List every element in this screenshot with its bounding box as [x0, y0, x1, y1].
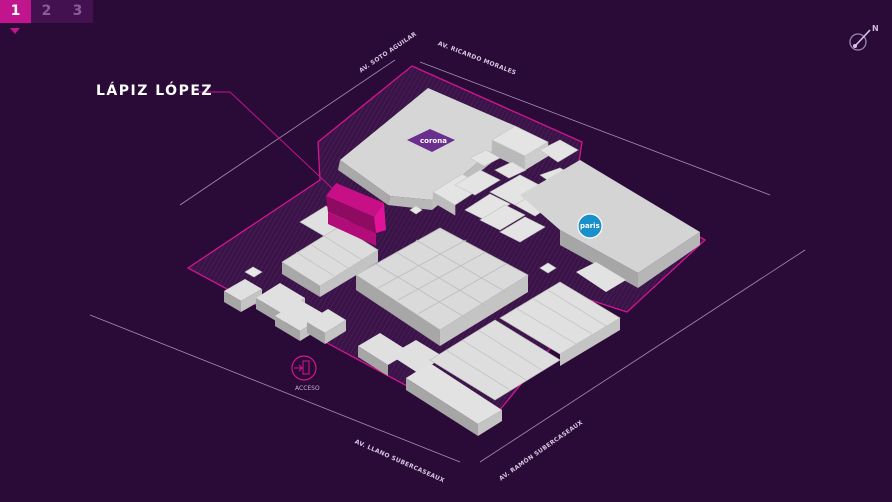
floor-tab-1[interactable]: 1: [0, 0, 31, 23]
anchor-corona-logo-badge: [407, 129, 455, 152]
anchor-paris-logo-badge: [577, 213, 603, 239]
building-center-block: [355, 227, 529, 346]
anchor-label-paris: paris: [580, 222, 600, 230]
anchor-label-corona: corona: [420, 137, 447, 145]
floor-selector: 1 2 3: [0, 0, 93, 23]
floor-tab-3[interactable]: 3: [62, 0, 93, 23]
access-label: ACCESO: [295, 385, 320, 392]
floor-tab-2[interactable]: 2: [31, 0, 62, 23]
highlighted-store-label: LÁPIZ LÓPEZ: [96, 83, 214, 99]
active-floor-marker: [10, 28, 20, 34]
building-southwest-blocks: [224, 279, 346, 344]
highlighted-store-lapiz-lopez[interactable]: [326, 183, 386, 246]
callout-leader-line: [197, 91, 335, 191]
compass-north-label: N: [872, 24, 879, 33]
access-icon[interactable]: [291, 355, 317, 381]
building-west-block: [281, 205, 379, 297]
compass-icon: [849, 29, 871, 51]
building-small-kiosks: [244, 205, 557, 278]
street-guide-lines: [89, 59, 806, 463]
building-south-blocks: [358, 262, 626, 436]
anchor-store-paris[interactable]: [520, 160, 700, 288]
